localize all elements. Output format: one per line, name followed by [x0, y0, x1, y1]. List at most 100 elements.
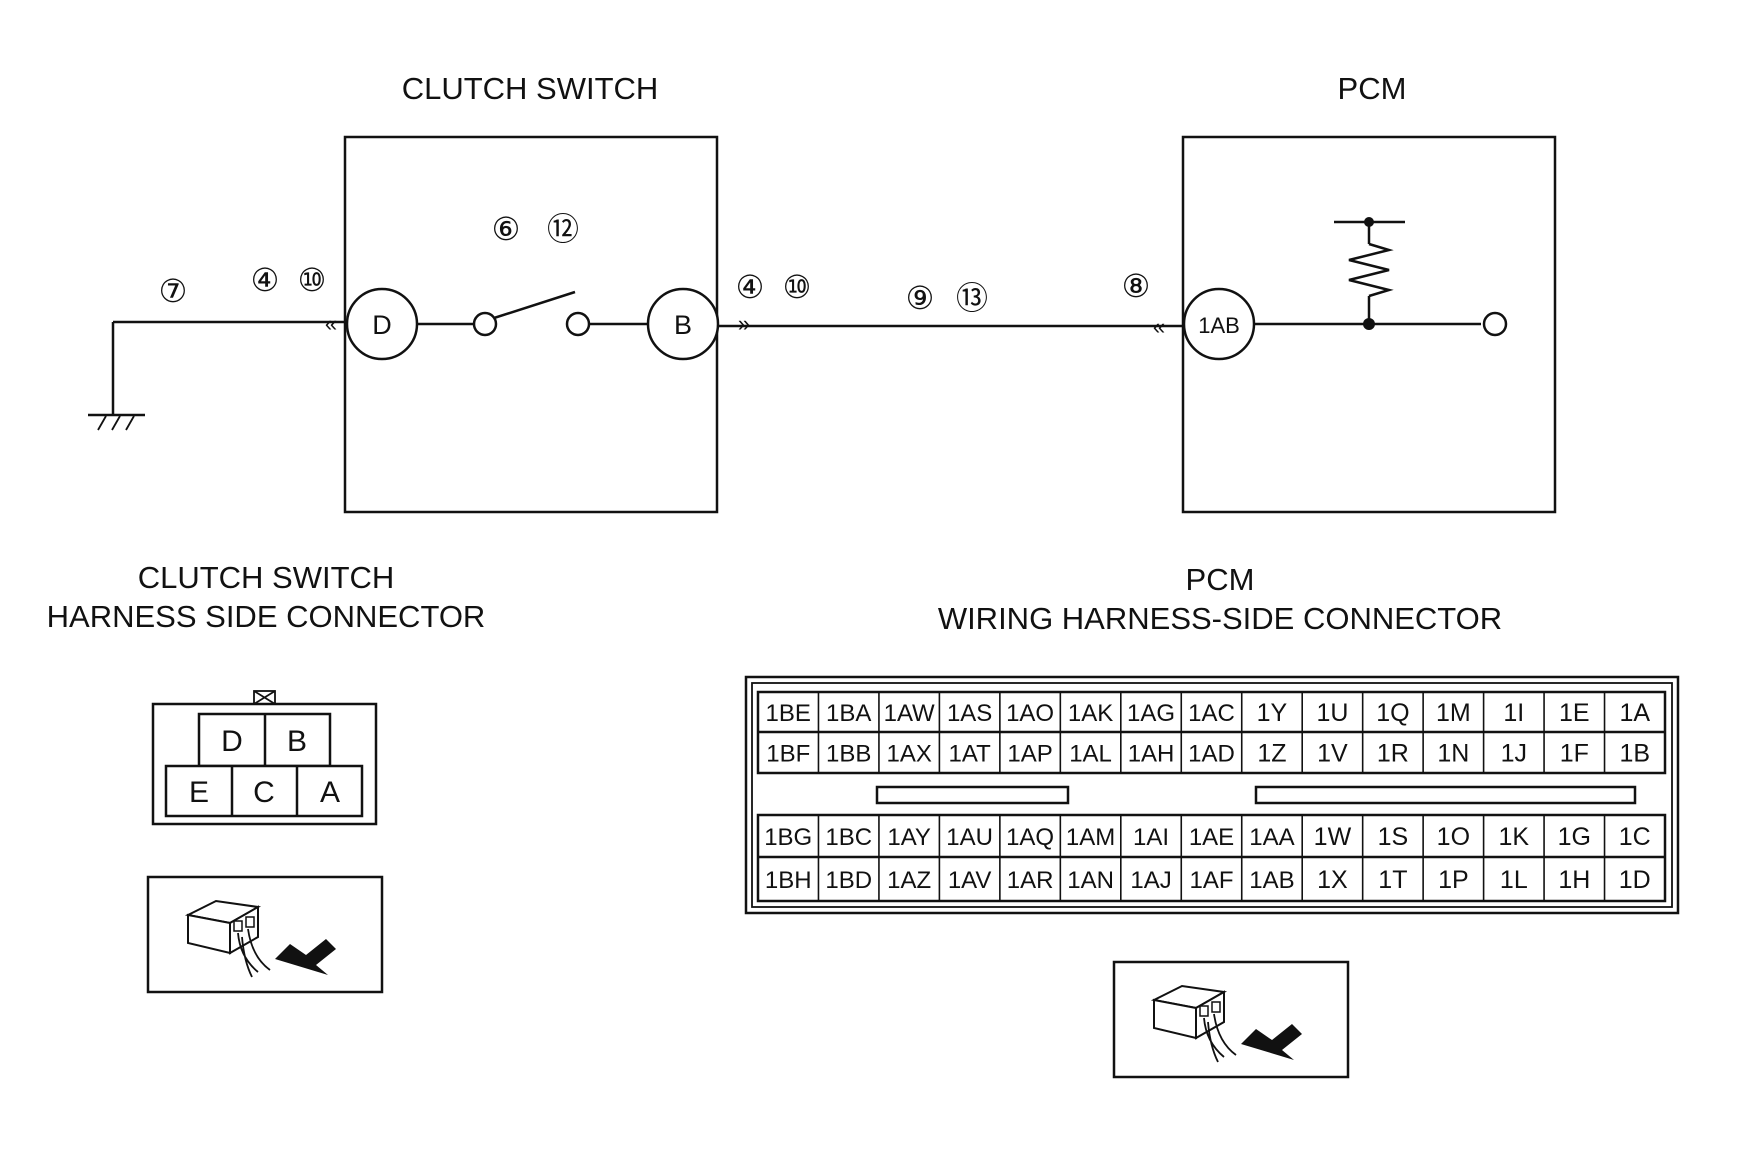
pcm-pin-1m: 1M — [1436, 699, 1471, 727]
pcm-pin-1u: 1U — [1316, 699, 1348, 727]
marker-terminal-b-2: ⑩ — [783, 269, 812, 305]
connector-arrow-b-icon: » — [738, 311, 750, 336]
pcm-pin-1ai: 1AI — [1133, 824, 1169, 851]
terminal-b: B — [646, 287, 720, 361]
pcm-pin-1ak: 1AK — [1068, 700, 1113, 727]
pcm-pin-1y: 1Y — [1257, 699, 1288, 727]
pcm-pin-1j: 1J — [1501, 740, 1527, 768]
resistor-icon — [1254, 217, 1508, 337]
pcm-pin-1au: 1AU — [946, 824, 993, 851]
ground-symbol-icon — [88, 320, 345, 431]
pcm-pin-1at: 1AT — [949, 741, 992, 768]
pcm-pin-1as: 1AS — [947, 700, 992, 727]
pcm-pin-1s: 1S — [1378, 823, 1409, 851]
pcm-pin-1q: 1Q — [1376, 699, 1409, 727]
pcm-pin-1ar: 1AR — [1007, 867, 1054, 894]
pcm-pin-1be: 1BE — [766, 700, 811, 727]
pcm-pin-1az: 1AZ — [887, 867, 931, 894]
pcm-pin-1aa: 1AA — [1249, 824, 1294, 851]
pcm-pin-1af: 1AF — [1189, 867, 1233, 894]
marker-terminal-b-1: ④ — [736, 269, 765, 305]
connector-arrow-1ab-icon: « — [1153, 314, 1165, 339]
marker-switch-1: ⑥ — [492, 211, 521, 247]
pcm-pin-1an: 1AN — [1067, 867, 1114, 894]
pcm-pin-1b: 1B — [1619, 740, 1650, 768]
pcm-pin-1v: 1V — [1317, 740, 1348, 768]
pcm-pin-1z: 1Z — [1257, 740, 1286, 768]
pcm-pin-1ae: 1AE — [1189, 824, 1234, 851]
pcm-pin-1bd: 1BD — [825, 867, 872, 894]
pcm-pin-1aq: 1AQ — [1006, 824, 1054, 851]
pcm-pin-1ap: 1AP — [1007, 741, 1052, 768]
harness-side-connector-view-icon — [146, 875, 384, 994]
pcm-pin-1am: 1AM — [1066, 824, 1115, 851]
marker-wire-2: ⑬ — [956, 280, 988, 316]
pcm-pin-1d: 1D — [1619, 866, 1651, 894]
pcm-pin-1l: 1L — [1500, 866, 1528, 894]
pcm-pin-1ah: 1AH — [1128, 741, 1175, 768]
pcm-pin-1t: 1T — [1378, 866, 1407, 894]
pcm-pin-1ao: 1AO — [1006, 700, 1054, 727]
marker-terminal-d-1: ④ — [251, 262, 280, 298]
pcm-pin-1n: 1N — [1437, 740, 1469, 768]
pcm-pin-1w: 1W — [1314, 823, 1352, 851]
pcm-pin-1p: 1P — [1438, 866, 1469, 894]
pcm-pin-1ab: 1AB — [1249, 867, 1294, 894]
pcm-key-slot-left — [875, 785, 1070, 805]
pcm-connector: 1BE 1BA 1AW 1AS 1AO 1AK 1AG 1AC 1Y 1U 1Q 1M 1I 1E 1A 1B… — [744, 675, 1680, 915]
terminal-b-label: B — [674, 310, 692, 340]
marker-switch-2: ⑫ — [547, 211, 579, 247]
pcm-pin-1c: 1C — [1619, 823, 1651, 851]
terminal-d-label: D — [372, 310, 392, 340]
pcm-pin-1bc: 1BC — [825, 824, 872, 851]
pcm-key-slot-right — [1254, 785, 1637, 805]
pcm-pin-1f: 1F — [1560, 740, 1589, 768]
pcm-pin-1bh: 1BH — [765, 867, 812, 894]
clutch-switch-contacts — [417, 290, 648, 337]
pcm-pin-1bf: 1BF — [766, 741, 810, 768]
marker-terminal-d-2: ⑩ — [298, 262, 327, 298]
pcm-pin-1k: 1K — [1499, 823, 1530, 851]
pcm-connector-title-line1: PCM — [1186, 562, 1255, 597]
marker-wire-1: ⑨ — [906, 280, 935, 316]
pcm-pin-1av: 1AV — [948, 867, 992, 894]
pcm-pin-1ba: 1BA — [826, 700, 871, 727]
pcm-pin-1a: 1A — [1619, 699, 1650, 727]
pcm-pin-1x: 1X — [1317, 866, 1348, 894]
pcm-pin-1aj: 1AJ — [1130, 867, 1171, 894]
marker-pcm-terminal: ⑧ — [1122, 268, 1151, 304]
pcm-pin-1bb: 1BB — [826, 741, 871, 768]
pin-c: C — [253, 776, 275, 809]
pcm-pin-1bg: 1BG — [764, 824, 812, 851]
terminal-1ab-label: 1AB — [1198, 313, 1240, 338]
pcm-pin-1ad: 1AD — [1188, 741, 1235, 768]
pcm-pin-1r: 1R — [1377, 740, 1409, 768]
pcm-connector-title-line2: WIRING HARNESS-SIDE CONNECTOR — [938, 601, 1502, 636]
pin-e: E — [189, 776, 209, 809]
pcm-pin-1ac: 1AC — [1188, 700, 1235, 727]
pcm-pin-1e: 1E — [1559, 699, 1590, 727]
pcm-pin-1o: 1O — [1437, 823, 1470, 851]
pin-a: A — [320, 776, 340, 809]
clutch-switch-connector: D B E C A — [151, 690, 378, 826]
pcm-pin-1al: 1AL — [1069, 741, 1112, 768]
clutch-switch-title: CLUTCH SWITCH — [402, 71, 659, 106]
harness-side-connector-view-icon — [1112, 960, 1350, 1079]
pcm-pin-1ax: 1AX — [886, 741, 931, 768]
marker-ground-wire: ⑦ — [159, 273, 188, 309]
pcm-pin-1g: 1G — [1558, 823, 1591, 851]
connector-lock-icon — [253, 690, 276, 705]
pcm-pin-1i: 1I — [1503, 699, 1524, 727]
terminal-1ab: 1AB — [1182, 287, 1256, 361]
pcm-pin-1h: 1H — [1558, 866, 1590, 894]
clutch-connector-title-line2: HARNESS SIDE CONNECTOR — [47, 599, 486, 634]
pin-b: B — [287, 725, 307, 758]
pcm-pin-1ag: 1AG — [1127, 700, 1175, 727]
pcm-title: PCM — [1338, 71, 1407, 106]
terminal-d: D — [345, 287, 419, 361]
clutch-connector-title-line1: CLUTCH SWITCH — [138, 560, 395, 595]
pcm-pin-1aw: 1AW — [884, 700, 935, 727]
connector-arrow-d-icon: « — [325, 311, 337, 336]
pcm-pin-1ay: 1AY — [887, 824, 931, 851]
